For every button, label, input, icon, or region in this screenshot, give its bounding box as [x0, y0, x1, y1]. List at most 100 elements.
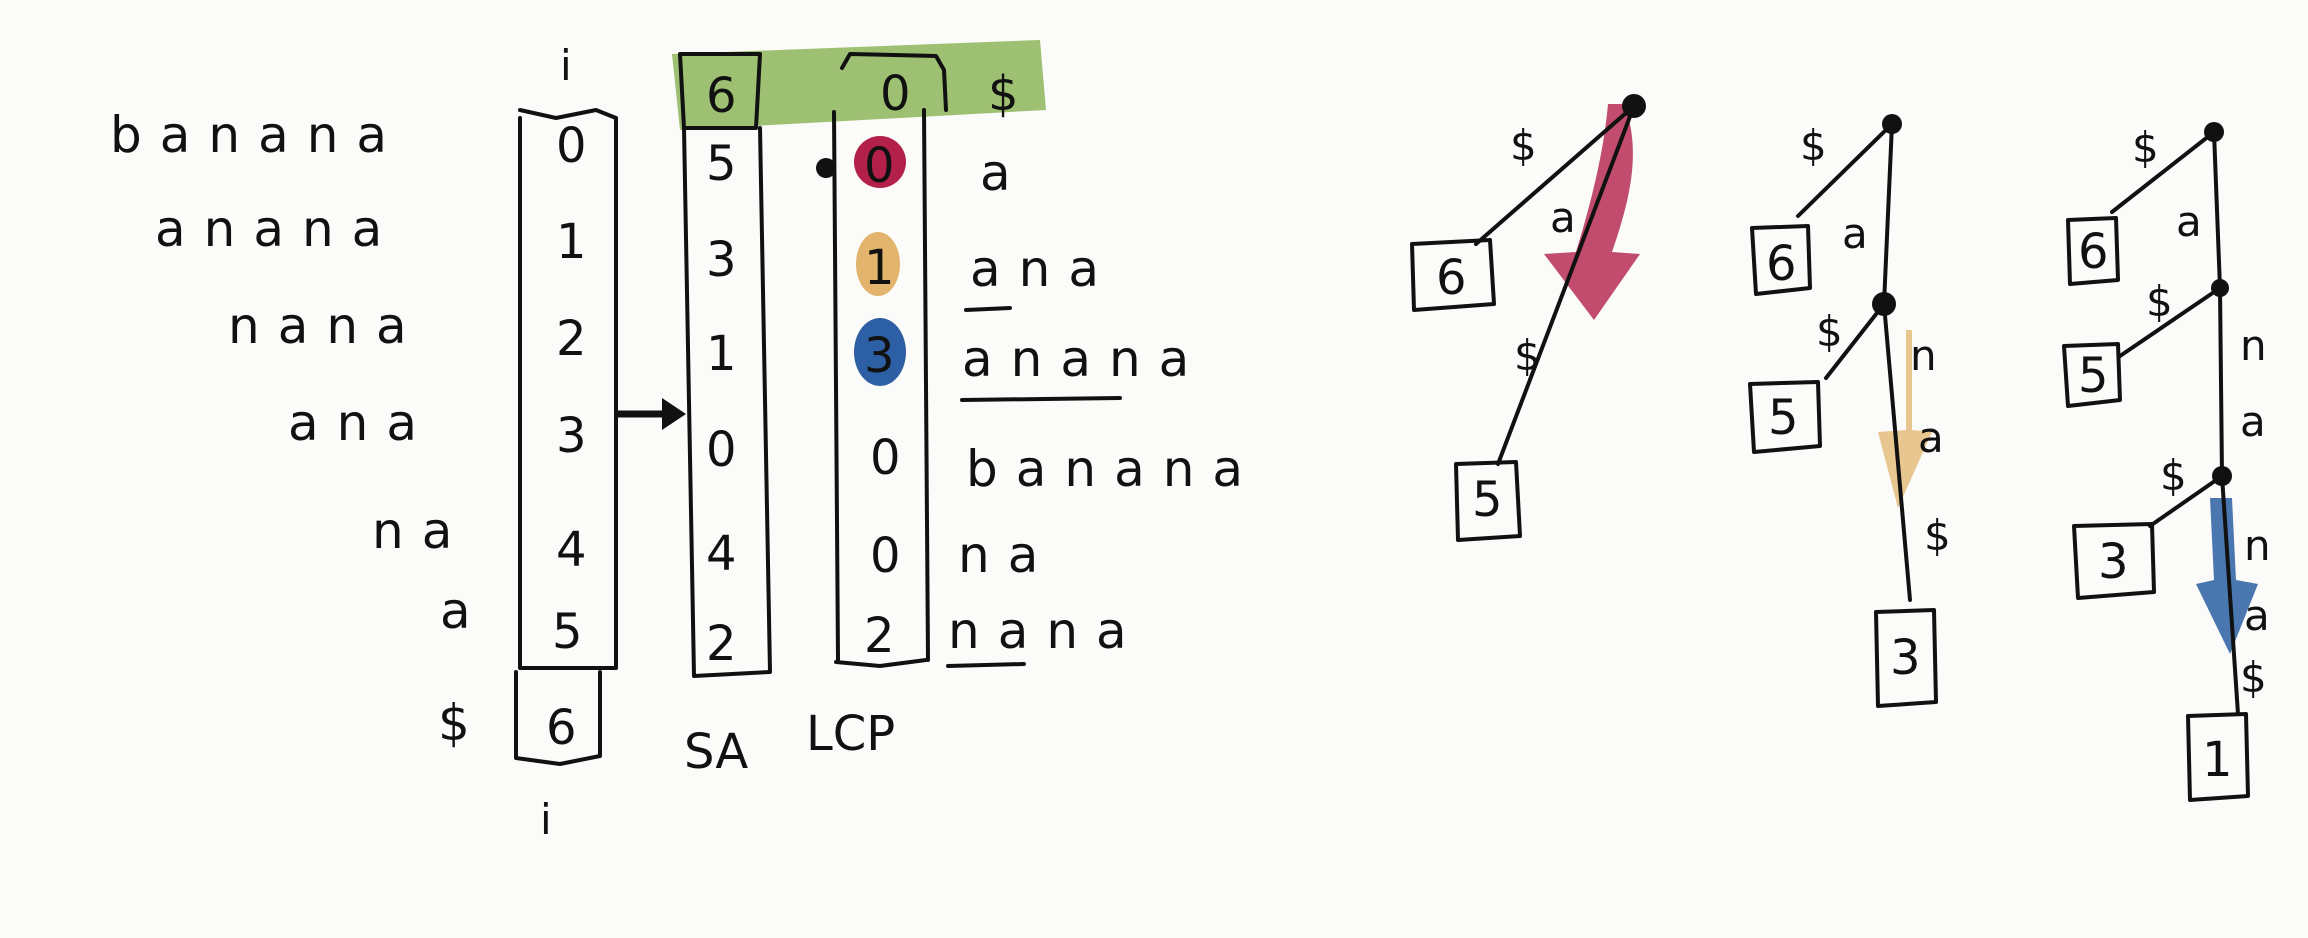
tree-edge-label: $ — [1514, 331, 1541, 380]
tree-node — [1882, 114, 1902, 134]
sa-label: SA — [684, 724, 748, 780]
tree-edges — [1796, 122, 1912, 602]
lcp-marker-dot — [816, 158, 836, 178]
suffix-row: $ — [438, 694, 488, 752]
suffix-row: a — [440, 582, 489, 640]
lcp-highlight-blob — [854, 318, 906, 386]
tree-edges — [2110, 130, 2240, 716]
sorted-suffix-row: banana — [966, 440, 1261, 498]
lcp-highlight-blob — [856, 232, 900, 296]
tree-leaf-box — [1874, 608, 1938, 708]
lcp-highlight-blob — [854, 136, 906, 188]
tree-leaf-box — [1750, 224, 1812, 296]
lcp-cell: 2 — [864, 608, 895, 664]
sorted-header: $ — [988, 66, 1019, 122]
tree-root-node — [1622, 94, 1646, 118]
index-cell: 3 — [556, 408, 587, 464]
tree-edges — [1474, 104, 1636, 466]
lcp-header-value: 0 — [880, 66, 911, 122]
sorted-suffix-row: ana — [970, 240, 1117, 298]
index-cell: 0 — [556, 118, 587, 174]
tree-node — [2211, 279, 2229, 297]
tree-leaf-label: 5 — [1472, 472, 1503, 528]
tree-leaf-box — [2186, 712, 2250, 802]
sa-cell: 1 — [706, 326, 737, 382]
tree-edge-label: a — [1550, 193, 1576, 242]
tree-edge-label: a — [1842, 209, 1868, 258]
tree-leaf-label: 5 — [1768, 390, 1799, 446]
tree-node — [1872, 292, 1896, 316]
tree-edge-label: $ — [1510, 121, 1537, 170]
sa-header-cell — [678, 52, 762, 130]
suffix-row: nana — [228, 297, 425, 355]
suffix-tree-2: 6 5 3 $ a $ n a $ — [1748, 114, 1951, 708]
tree-edge-label: $ — [2132, 123, 2159, 172]
arrow-head-icon — [662, 398, 686, 430]
lcp-column: 0 0 1 3 0 0 2 LCP — [806, 52, 948, 762]
traversal-arrow-highlight — [1878, 330, 1932, 508]
header-highlight-band — [672, 40, 1046, 130]
suffix-tree-1: 6 5 $ a $ — [1410, 94, 1646, 542]
lcp-header-cell — [840, 52, 948, 112]
tree-edge-label: a — [1918, 413, 1944, 462]
sa-column-border — [682, 126, 772, 678]
sa-header-value: 6 — [706, 68, 737, 124]
lcp-underline — [964, 306, 1012, 312]
tree-leaf-label: 5 — [2078, 348, 2109, 404]
suffix-row: banana — [110, 106, 405, 164]
tree-edge-label: $ — [2160, 451, 2187, 500]
index-column-border — [518, 116, 618, 670]
tree-leaf-label: 1 — [2202, 732, 2233, 788]
index-cell: 2 — [556, 311, 587, 367]
tree-leaf-label: 3 — [2098, 534, 2129, 590]
index-cell: 1 — [556, 214, 587, 270]
tree-edge-label: a — [2176, 197, 2202, 246]
tree-edge-label: n — [2244, 521, 2271, 570]
lcp-cell: 0 — [864, 138, 895, 194]
tree-node — [2204, 122, 2224, 142]
index-column: i 0 1 2 3 4 5 6 i — [514, 41, 618, 844]
tree-edge-label: $ — [2240, 653, 2267, 702]
sa-cell: 0 — [706, 422, 737, 478]
tree-leaf-label: 3 — [1890, 630, 1921, 686]
tree-edge-label: $ — [1924, 511, 1951, 560]
tree-edge-label: a — [2240, 397, 2266, 446]
sa-cell: 4 — [706, 526, 737, 582]
index-bottom-label: i — [540, 795, 552, 844]
tree-leaf-box — [1454, 460, 1522, 542]
tree-leaf-box — [2066, 216, 2120, 286]
tree-leaf-box — [2062, 342, 2122, 408]
suffix-row: anana — [155, 200, 400, 258]
tree-leaf-label: 6 — [2078, 224, 2109, 280]
sa-cell: 3 — [706, 232, 737, 288]
lcp-column-border — [832, 108, 930, 668]
sa-cell: 2 — [706, 616, 737, 672]
tree-edge-label: $ — [1816, 307, 1843, 356]
mapping-arrow — [614, 398, 686, 430]
tree-edge-label: a — [2244, 591, 2270, 640]
tree-leaf-box — [1748, 380, 1822, 454]
tree-edge-label: $ — [2146, 277, 2173, 326]
tree-leaf-box — [2072, 522, 2156, 600]
suffix-row: na — [372, 502, 470, 560]
suffix-list: banana anana nana ana na a $ — [110, 106, 489, 752]
tree-edge-label: n — [1910, 331, 1937, 380]
lcp-label: LCP — [806, 706, 895, 762]
suffix-tree-3: 6 5 3 1 $ a $ n a $ n a $ — [2062, 122, 2271, 802]
sa-cell: 5 — [706, 136, 737, 192]
index-cell: 4 — [556, 522, 587, 578]
index-column-top-edge — [518, 108, 618, 120]
lcp-cell: 3 — [864, 328, 895, 384]
index-top-label: i — [560, 41, 572, 90]
lcp-cell: 0 — [870, 430, 901, 486]
suffix-row: ana — [288, 394, 435, 452]
lcp-underline — [946, 662, 1026, 668]
sorted-suffixes: $ a ana anana banana na nana — [946, 66, 1261, 668]
lcp-underline — [960, 396, 1122, 402]
index-dollar-cell — [514, 670, 602, 766]
index-cell: 6 — [546, 700, 577, 756]
tree-edge-label: n — [2240, 321, 2267, 370]
index-cell: 5 — [552, 604, 583, 660]
